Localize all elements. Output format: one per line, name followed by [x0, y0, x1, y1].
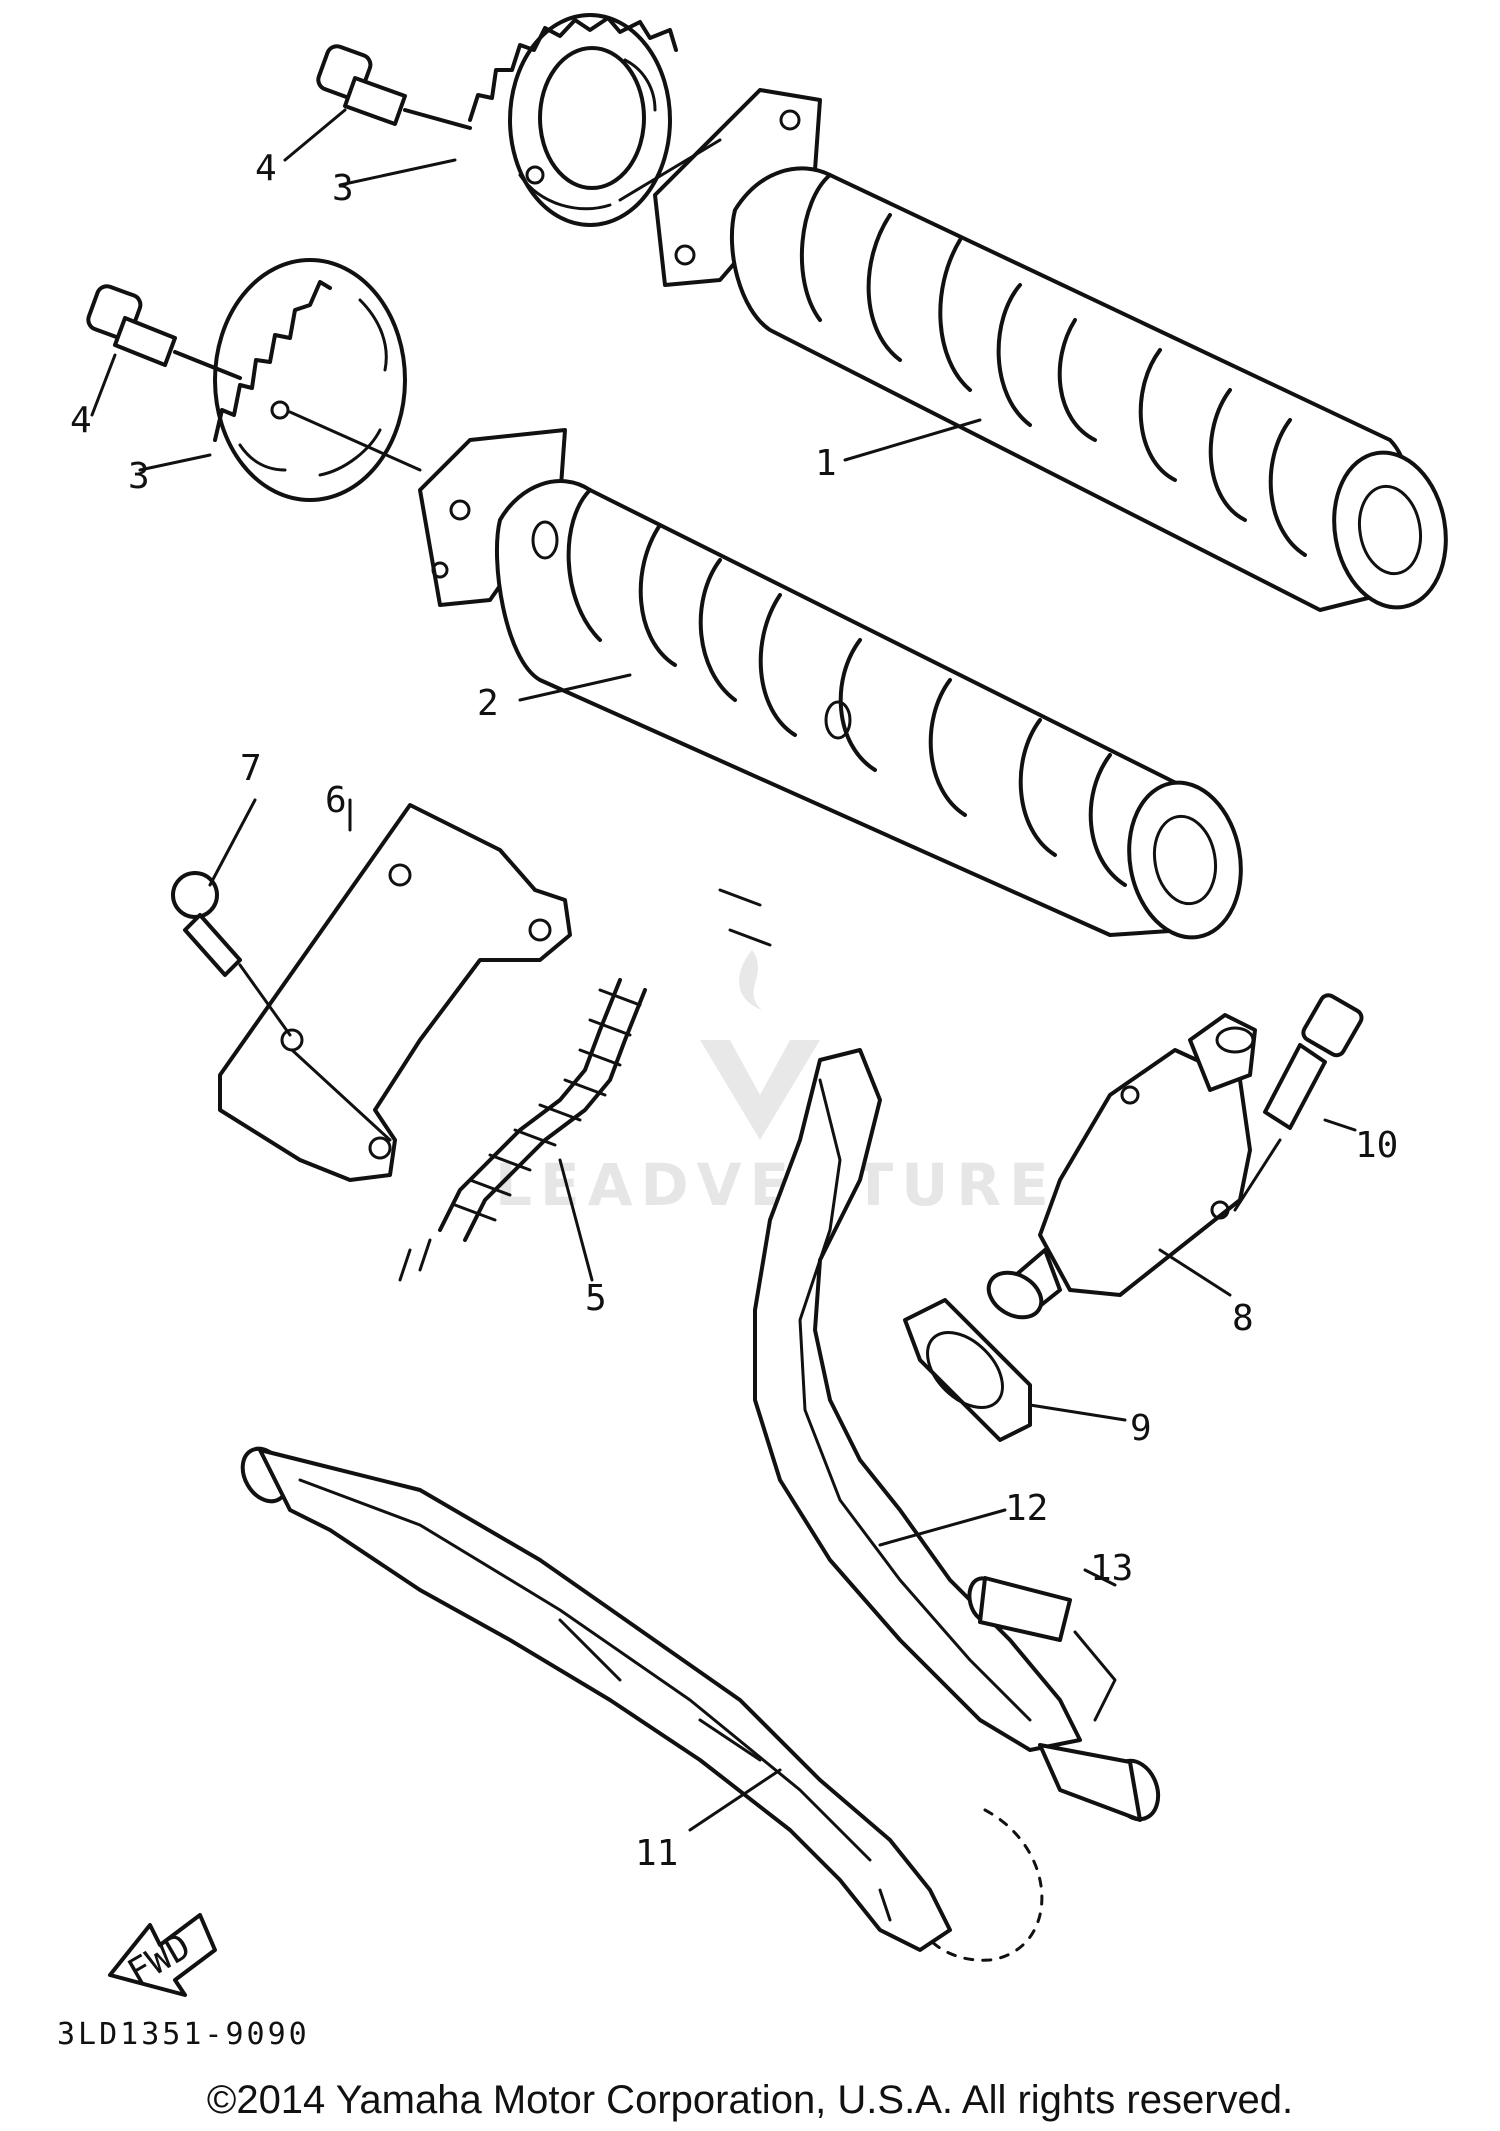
reference-code: 3LD1351-9090: [57, 2017, 310, 2052]
callout-4-upper: 4: [255, 148, 277, 189]
callout-8: 8: [1232, 1298, 1254, 1339]
callout-4-lower: 4: [70, 400, 92, 441]
sprocket-bolt-upper: [316, 44, 472, 130]
callout-2: 2: [477, 683, 499, 724]
callout-1: 1: [815, 443, 837, 484]
copyright-notice: ©2014 Yamaha Motor Corporation, U.S.A. A…: [206, 2078, 1294, 2122]
callout-12: 12: [1005, 1488, 1048, 1529]
callout-13: 13: [1090, 1548, 1133, 1589]
camshaft-1: [618, 88, 1448, 612]
chain-tensioner: [986, 1013, 1257, 1320]
tensioner-bolt: [1233, 993, 1364, 1212]
guide-pin: [967, 1576, 1161, 1822]
callout-labels: 1 2 3 3 4 4 5 6 7 8 9 10 11 12 13: [70, 148, 1398, 1874]
camshaft-2: [418, 428, 1243, 940]
callout-3-lower: 3: [128, 456, 150, 497]
callout-7: 7: [240, 748, 262, 789]
cam-sprocket-upper: [468, 13, 678, 227]
callout-6: 6: [325, 780, 347, 821]
chain-guide-bracket: [218, 803, 572, 1182]
watermark: LEADVENTURE: [495, 950, 1057, 1219]
callout-10: 10: [1355, 1125, 1398, 1166]
cam-sprocket-lower: [213, 258, 422, 502]
sprocket-bolt-lower: [86, 284, 242, 380]
tensioner-gasket: [903, 1298, 1032, 1442]
fwd-arrow: FWD: [108, 1913, 217, 1997]
bracket-bolt: [171, 871, 292, 1037]
chain-guide-11: [240, 1446, 1044, 1962]
callout-5: 5: [585, 1278, 607, 1319]
watermark-text: LEADVENTURE: [495, 1151, 1057, 1219]
callout-3-upper: 3: [332, 168, 354, 209]
cam-chain: [398, 888, 772, 1282]
leader-lines: [90, 108, 1357, 1832]
callout-11: 11: [635, 1833, 678, 1874]
callout-9: 9: [1130, 1408, 1152, 1449]
chain-guide-12: [753, 1048, 1082, 1752]
